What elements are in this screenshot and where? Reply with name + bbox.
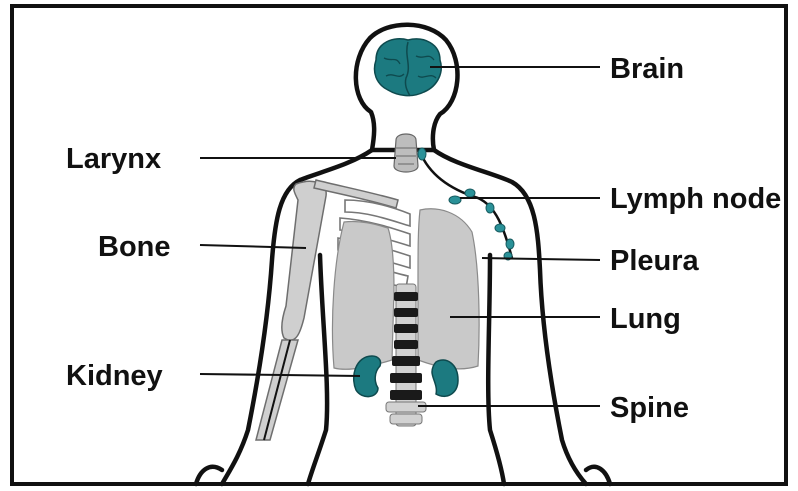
label-lymph-node: Lymph node [610, 183, 781, 215]
left-lung [332, 221, 394, 369]
label-brain: Brain [610, 53, 684, 85]
label-spine: Spine [610, 392, 689, 424]
right-kidney [432, 360, 458, 396]
label-kidney: Kidney [66, 360, 163, 392]
label-bone: Bone [98, 231, 171, 263]
label-pleura: Pleura [610, 245, 700, 277]
larynx-organ [394, 134, 418, 172]
label-larynx: Larynx [66, 143, 161, 175]
right-lung [418, 209, 479, 369]
label-lung: Lung [610, 303, 681, 335]
